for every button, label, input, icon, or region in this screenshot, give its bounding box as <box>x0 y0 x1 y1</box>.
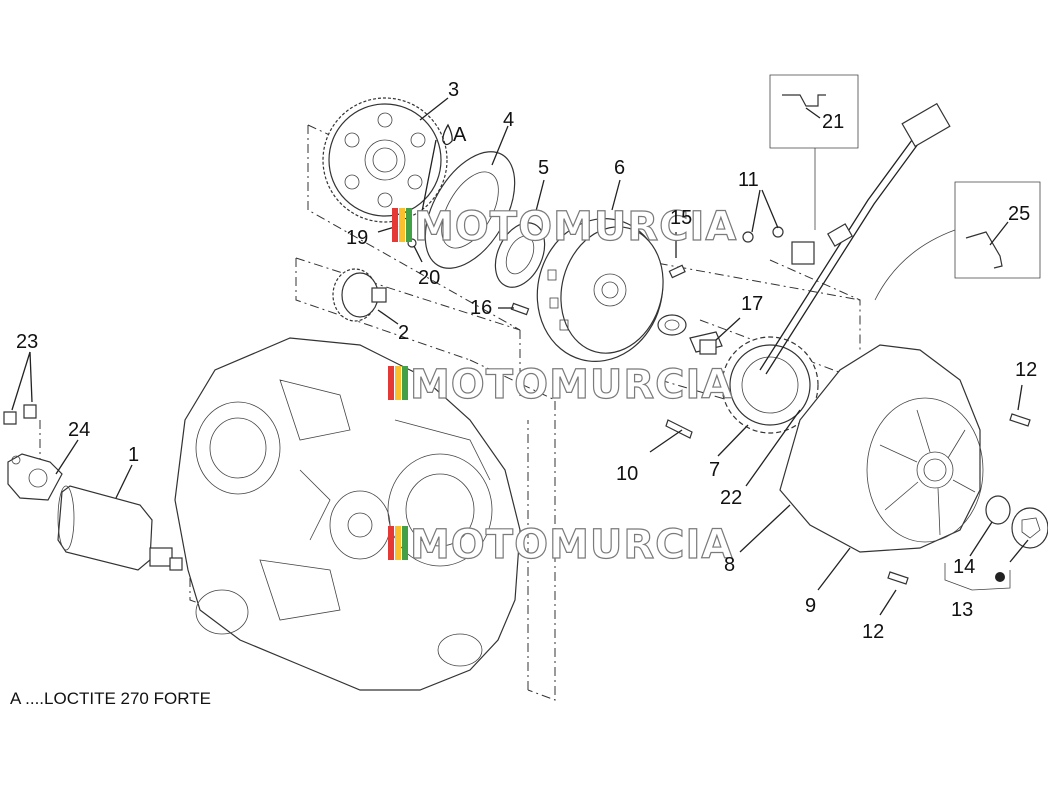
loctite-drop-icon <box>442 123 453 146</box>
callout-23: 23 <box>16 331 38 353</box>
leader-lines <box>11 97 1029 616</box>
watermark-bottom: MOTOMURCIA <box>388 521 733 569</box>
loctite-note: A ....LOCTITE 270 FORTE <box>10 689 211 708</box>
callout-25: 25 <box>1008 203 1030 225</box>
cover-plug-part <box>944 495 1048 591</box>
callout-16: 16 <box>470 297 492 319</box>
callout-19: 19 <box>346 227 368 249</box>
callout-12b: 12 <box>862 621 884 643</box>
generator-cover-part <box>779 344 984 553</box>
callout-20: 20 <box>418 267 440 289</box>
bearing-plate-part <box>424 151 516 269</box>
callout-22: 22 <box>720 487 742 509</box>
washer-part <box>657 314 687 336</box>
callout-11: 11 <box>738 169 759 191</box>
callout-labels: 1 2 3 4 5 6 7 8 9 10 11 12 12 13 14 15 1… <box>16 79 1037 643</box>
watermark-text: MOTOMURCIA <box>414 204 737 250</box>
callout-15: 15 <box>670 207 692 229</box>
bearing-part <box>494 222 546 288</box>
callout-8: 8 <box>724 554 735 576</box>
flywheel-rotor-part <box>536 218 664 362</box>
fasteners <box>407 226 1031 585</box>
callout-2: 2 <box>398 322 409 344</box>
callout-7: 7 <box>709 459 720 481</box>
watermark-middle: MOTOMURCIA <box>388 361 733 409</box>
starter-gear-part <box>322 97 448 223</box>
callout-3: 3 <box>448 79 459 101</box>
callout-5: 5 <box>538 157 549 179</box>
callout-12a: 12 <box>1015 359 1037 381</box>
wiring-harness-part <box>759 102 951 375</box>
callout-10: 10 <box>616 463 638 485</box>
watermark-text: MOTOMURCIA <box>410 362 733 408</box>
callout-14: 14 <box>953 556 975 578</box>
callout-21: 21 <box>822 111 844 133</box>
callout-1: 1 <box>128 444 139 466</box>
callout-4: 4 <box>503 109 514 131</box>
idler-gear-part <box>332 268 387 322</box>
starter-motor-part <box>3 404 183 571</box>
loctite-marker: A <box>453 124 467 146</box>
callout-6: 6 <box>614 157 625 179</box>
watermark-text: MOTOMURCIA <box>410 522 733 568</box>
callout-9: 9 <box>805 595 816 617</box>
stator-part <box>721 336 819 434</box>
callout-17: 17 <box>741 293 763 315</box>
watermark-top: MOTOMURCIA <box>392 203 737 251</box>
callout-24: 24 <box>68 419 90 441</box>
engine-crankcase <box>174 337 521 691</box>
callout-13: 13 <box>951 599 973 621</box>
detail-insets <box>769 74 1041 301</box>
